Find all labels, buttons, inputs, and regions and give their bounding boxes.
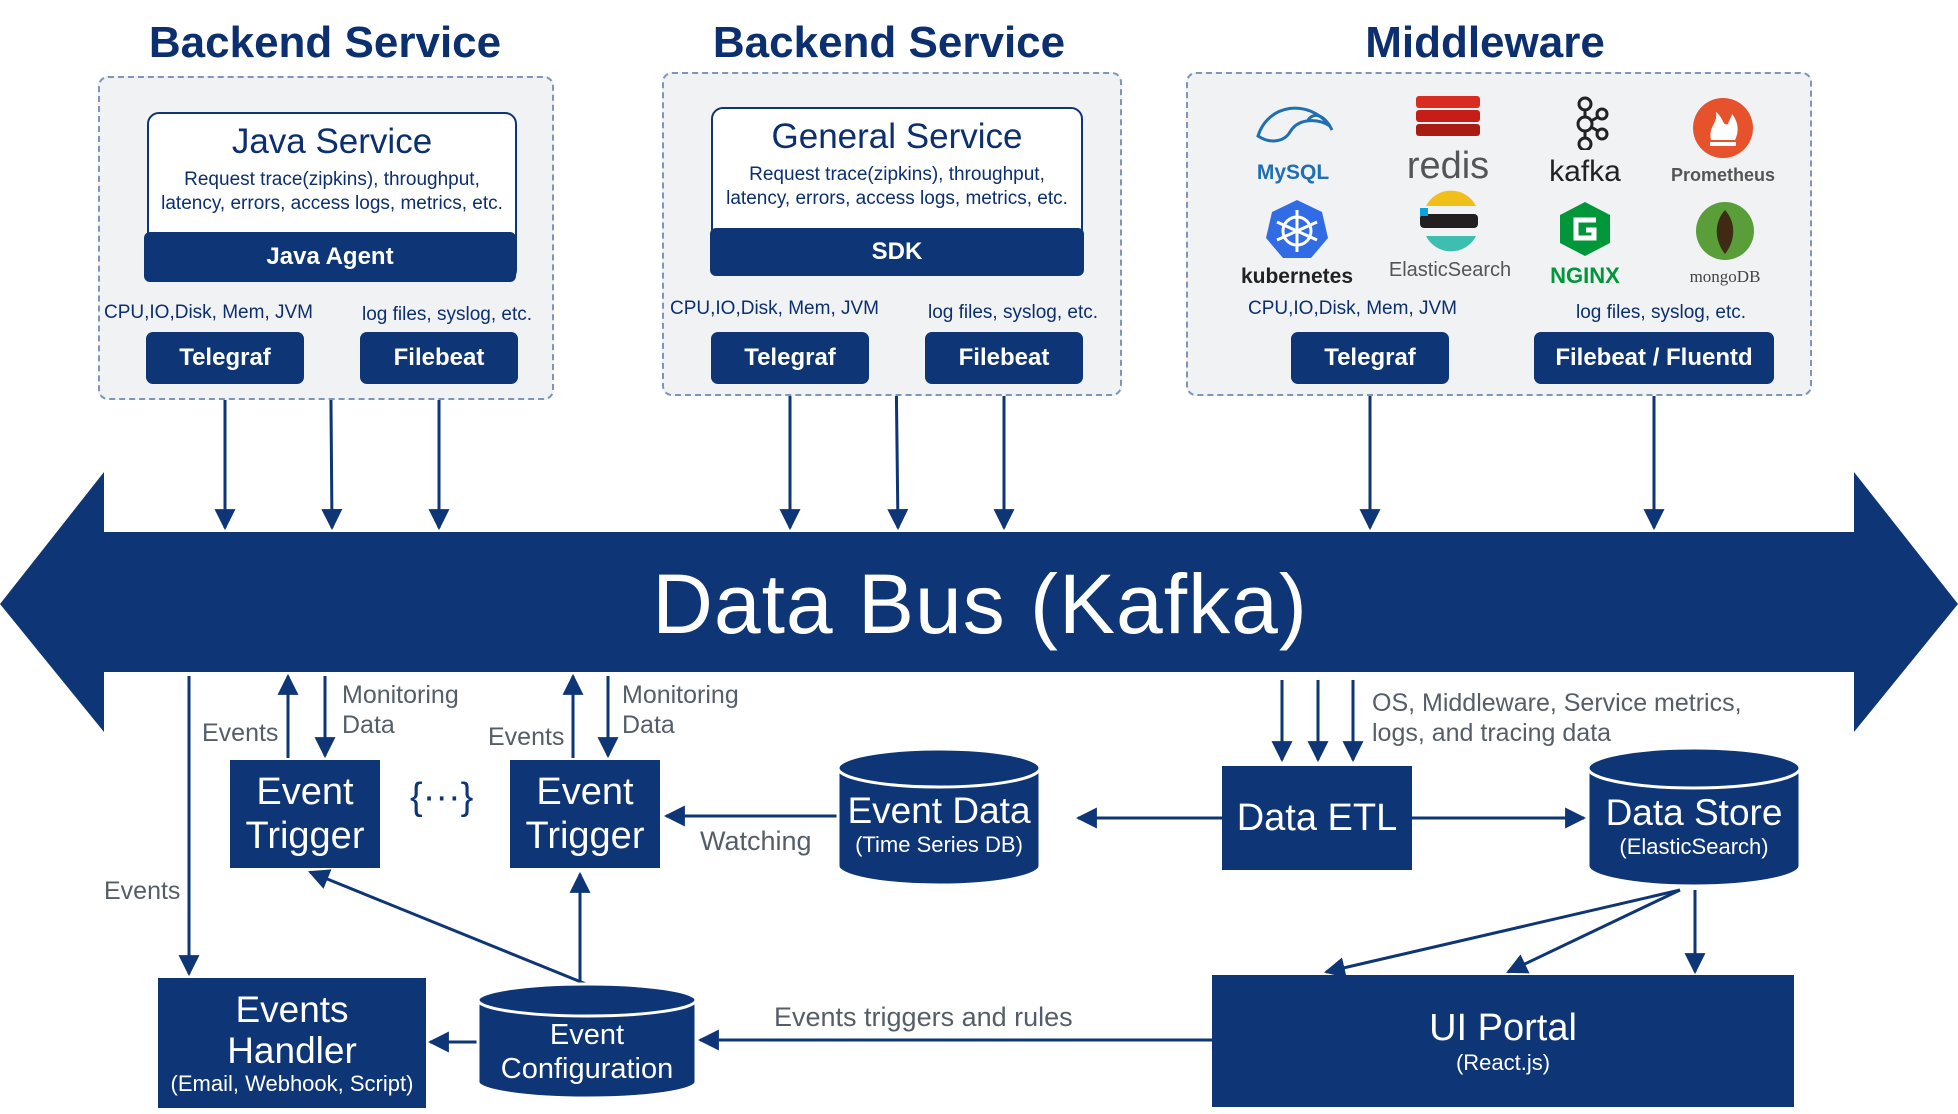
general-filebeat-box: Filebeat — [925, 332, 1083, 384]
event-config-cylinder — [476, 982, 698, 1100]
mongodb-logo: mongoDB — [1670, 200, 1780, 290]
events-handler-line2: Handler — [227, 1030, 357, 1071]
nginx-hexagon-icon — [1560, 202, 1610, 256]
label-etl-input-2: logs, and tracing data — [1372, 719, 1612, 747]
event-trigger-2: Event Trigger — [510, 760, 660, 868]
general-service-desc-2: latency, errors, access logs, metrics, e… — [726, 188, 1068, 209]
mongodb-leaf-icon — [1696, 202, 1754, 260]
sdk-bar: SDK — [710, 228, 1084, 276]
event-trigger-1-line2: Trigger — [245, 815, 365, 857]
ui-portal-box: UI Portal (React.js) — [1212, 975, 1794, 1107]
java-telegraf-box: Telegraf — [146, 332, 304, 384]
events-handler-line1: Events — [235, 989, 349, 1030]
heading-backend-general: Backend Service — [712, 18, 1066, 67]
event-data-db: Event Data (Time Series DB) — [838, 790, 1040, 880]
prometheus-logo-text: Prometheus — [1670, 165, 1776, 185]
middleware-telegraf-box: Telegraf — [1291, 332, 1449, 384]
data-bus-arrow — [0, 472, 1958, 732]
java-left-caption: CPU,IO,Disk, Mem, JVM — [104, 302, 314, 323]
label-watching: Watching — [700, 826, 812, 856]
event-config-line1: Event — [549, 1019, 625, 1051]
ui-portal-subtitle: (React.js) — [1455, 1050, 1551, 1075]
events-handler-box: Events Handler (Email, Webhook, Script) — [158, 978, 426, 1108]
general-left-caption: CPU,IO,Disk, Mem, JVM — [670, 298, 880, 319]
label-monitoring-2b: Data — [622, 711, 675, 739]
data-etl-box: Data ETL — [1222, 766, 1412, 870]
prometheus-logo: Prometheus — [1658, 96, 1788, 188]
events-handler-subtitle: (Email, Webhook, Script) — [170, 1071, 414, 1096]
middleware-left-caption: CPU,IO,Disk, Mem, JVM — [1248, 298, 1458, 319]
label-monitoring-1b: Data — [342, 711, 395, 739]
arrow-store-portal-1 — [1323, 888, 1681, 978]
kubernetes-logo-text: kubernetes — [1240, 265, 1354, 288]
data-bus-label: Data Bus (Kafka) — [652, 557, 1308, 651]
mysql-logo-text: MySQL — [1256, 161, 1330, 184]
prometheus-flame-icon — [1693, 98, 1753, 158]
data-store-cylinder — [1586, 746, 1802, 888]
general-service-desc-1: Request trace(zipkins), throughput, — [749, 164, 1045, 185]
event-trigger-2-line2: Trigger — [525, 815, 645, 857]
elasticsearch-logo-text: ElasticSearch — [1388, 259, 1512, 281]
nginx-logo-text: NGINX — [1550, 263, 1620, 288]
arrow-config-trigger1 — [308, 869, 587, 986]
mysql-logo: MySQL — [1238, 96, 1348, 188]
heading-backend-java: Backend Service — [148, 18, 502, 67]
redis-logo: redis — [1398, 92, 1498, 187]
kafka-nodes-icon — [1576, 96, 1609, 152]
elasticsearch-icon — [1420, 190, 1478, 252]
event-trigger-1: Event Trigger — [230, 760, 380, 868]
elasticsearch-logo: ElasticSearch — [1380, 190, 1520, 290]
data-store-subtitle: (ElasticSearch) — [1619, 834, 1769, 859]
data-store-db: Data Store (ElasticSearch) — [1588, 792, 1800, 882]
redis-logo-text: redis — [1406, 145, 1490, 187]
general-service-title: General Service — [771, 117, 1023, 156]
mysql-dolphin-icon — [1256, 106, 1334, 143]
kafka-logo: kafka — [1530, 96, 1640, 188]
middleware-right-caption: log files, syslog, etc. — [1576, 302, 1747, 323]
java-service-title: Java Service — [231, 122, 433, 161]
middleware-filebeat-fluentd-box: Filebeat / Fluentd — [1534, 332, 1774, 384]
label-events-trigger1: Events — [202, 719, 279, 747]
event-config-line2: Configuration — [500, 1053, 674, 1085]
label-events-handler: Events — [104, 877, 181, 905]
java-right-caption: log files, syslog, etc. — [362, 304, 533, 325]
label-etl-input-1: OS, Middleware, Service metrics, — [1372, 689, 1742, 717]
arrow-store-portal-2 — [1506, 888, 1681, 974]
ellipsis-braces: {···} — [410, 776, 474, 818]
event-data-cylinder — [836, 747, 1042, 887]
ui-portal-title: UI Portal — [1429, 1007, 1577, 1049]
event-trigger-1-line1: Event — [256, 771, 354, 813]
data-store-title: Data Store — [1605, 792, 1783, 833]
label-events-trigger2: Events — [488, 723, 565, 751]
redis-stack-icon — [1416, 96, 1480, 136]
label-monitoring-1a: Monitoring — [342, 681, 459, 709]
java-filebeat-box: Filebeat — [360, 332, 518, 384]
heading-middleware: Middleware — [1365, 18, 1605, 67]
java-service-desc-2: latency, errors, access logs, metrics, e… — [161, 193, 503, 214]
nginx-logo: NGINX — [1530, 200, 1640, 290]
mongodb-logo-text: mongoDB — [1689, 267, 1761, 286]
kafka-logo-text: kafka — [1549, 155, 1621, 188]
event-data-title: Event Data — [847, 790, 1031, 831]
java-service-desc-1: Request trace(zipkins), throughput, — [184, 169, 480, 190]
general-right-caption: log files, syslog, etc. — [928, 302, 1099, 323]
java-agent-bar: Java Agent — [144, 232, 516, 282]
event-trigger-2-line1: Event — [536, 771, 634, 813]
event-configuration-db: Event Configuration — [478, 1018, 696, 1094]
general-telegraf-box: Telegraf — [711, 332, 869, 384]
label-rules: Events triggers and rules — [774, 1002, 1073, 1032]
label-monitoring-2a: Monitoring — [622, 681, 739, 709]
kubernetes-wheel-icon — [1266, 200, 1328, 258]
kubernetes-logo: kubernetes — [1232, 198, 1362, 290]
event-data-subtitle: (Time Series DB) — [855, 832, 1023, 857]
